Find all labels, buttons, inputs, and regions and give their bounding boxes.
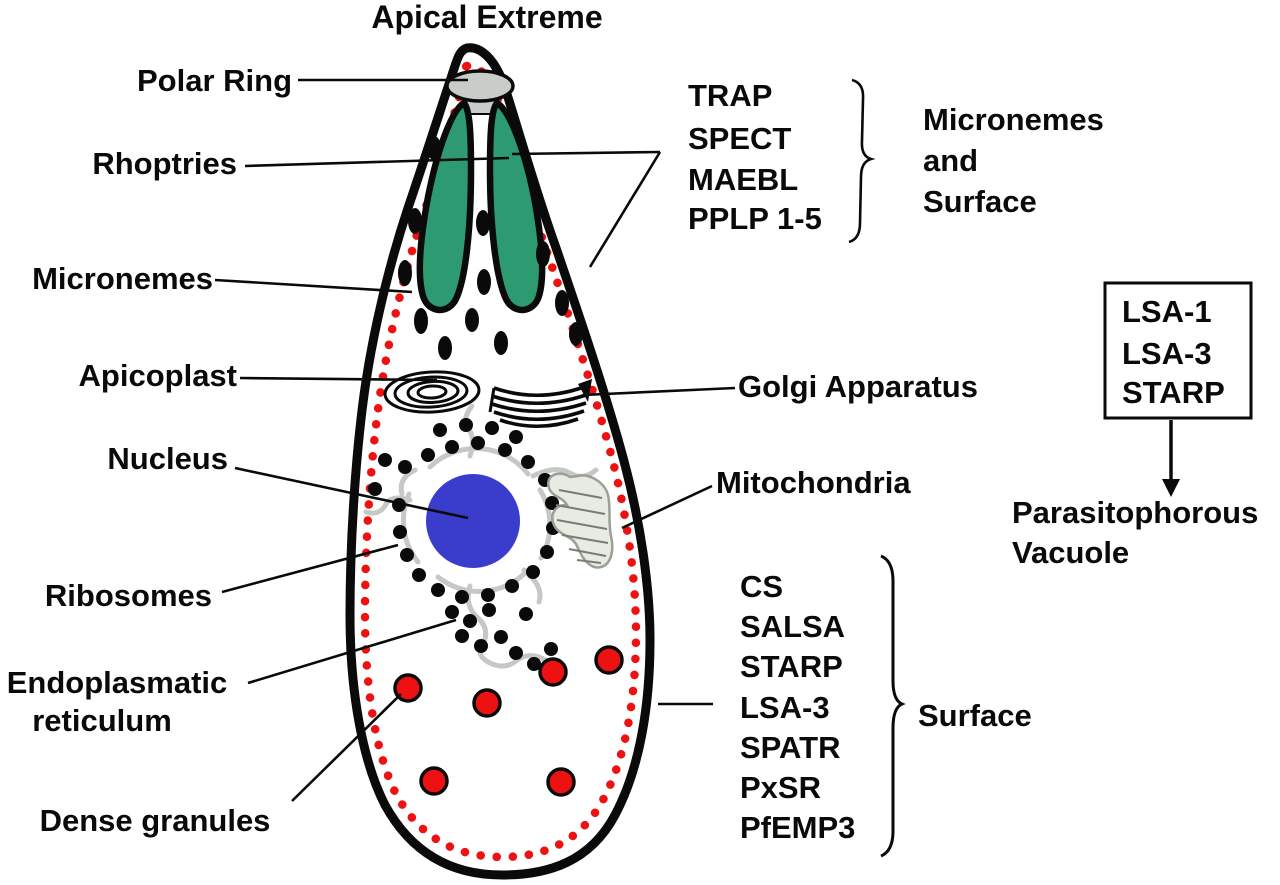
vacuole-arrow xyxy=(1162,420,1180,497)
trap-leader-horizontal xyxy=(511,150,661,156)
protein-label: SALSA xyxy=(740,609,845,644)
rhoptry-left xyxy=(416,99,475,314)
label-mitochondria: Mitochondria xyxy=(716,465,911,500)
label-rhoptries: Rhoptries xyxy=(92,146,237,181)
nucleus-shape xyxy=(426,474,520,568)
protein-label: PxSR xyxy=(740,770,821,805)
surface-group-label: Surface xyxy=(918,698,1032,733)
label-dense-granules: Dense granules xyxy=(40,803,271,838)
golgi-leader xyxy=(582,386,736,397)
ribosomes-leader xyxy=(221,543,399,594)
apicoplast-leader xyxy=(239,376,438,382)
protein-label: SPECT xyxy=(688,121,791,156)
label-er-line2: reticulum xyxy=(32,703,172,738)
mitochondria-leader xyxy=(621,484,713,530)
er-leader xyxy=(247,618,457,685)
golgi-shape xyxy=(488,379,592,429)
micronemes-group-brace xyxy=(848,78,876,244)
trap-leader-diagonal xyxy=(588,151,662,268)
label-golgi: Golgi Apparatus xyxy=(738,369,978,404)
nucleus-leader xyxy=(234,466,469,520)
apicoplast-shape xyxy=(383,370,481,414)
protein-label: SPATR xyxy=(740,730,840,765)
micronemes-group-label: Micronemes xyxy=(923,102,1104,137)
micronemes-dots xyxy=(398,136,583,360)
vacuole-group-label: Vacuole xyxy=(1012,535,1129,570)
label-micronemes: Micronemes xyxy=(32,261,213,296)
dense-granules-dots xyxy=(393,645,624,797)
protein-label: CS xyxy=(740,569,783,604)
protein-label: PPLP 1-5 xyxy=(688,201,822,236)
label-polar-ring: Polar Ring xyxy=(137,63,292,98)
leader-lines xyxy=(214,78,736,802)
surface-group-brace xyxy=(880,554,906,858)
protein-label: LSA-3 xyxy=(740,690,830,725)
label-apicoplast: Apicoplast xyxy=(79,358,237,393)
micronemes-leader xyxy=(214,278,413,294)
diagram-title: Apical Extreme xyxy=(371,0,602,35)
label-nucleus: Nucleus xyxy=(107,441,228,476)
label-er-line1: Endoplasmatic xyxy=(7,665,228,700)
polar-ring-shape xyxy=(445,69,515,103)
protein-label: LSA-1 xyxy=(1122,294,1212,329)
rhoptries-leader xyxy=(244,156,510,168)
label-ribosomes: Ribosomes xyxy=(45,578,212,613)
protein-label: STARP xyxy=(740,649,843,684)
protein-label: LSA-3 xyxy=(1122,336,1212,371)
micronemes-group-label: and xyxy=(923,143,978,178)
protein-label: PfEMP3 xyxy=(740,810,855,845)
vacuole-proteins-box xyxy=(1103,281,1253,420)
protein-label: MAEBL xyxy=(688,162,798,197)
mitochondria-shape xyxy=(547,472,614,569)
vacuole-group-label: Parasitophorous xyxy=(1012,495,1258,530)
protein-label: TRAP xyxy=(688,78,772,113)
dense-granules-leader xyxy=(291,693,402,802)
ribosomes-dots xyxy=(368,418,560,671)
protein-label: STARP xyxy=(1122,375,1225,410)
rhoptry-right xyxy=(486,99,546,314)
rhoptries-shapes xyxy=(416,99,546,314)
micronemes-group-label: Surface xyxy=(923,184,1037,219)
